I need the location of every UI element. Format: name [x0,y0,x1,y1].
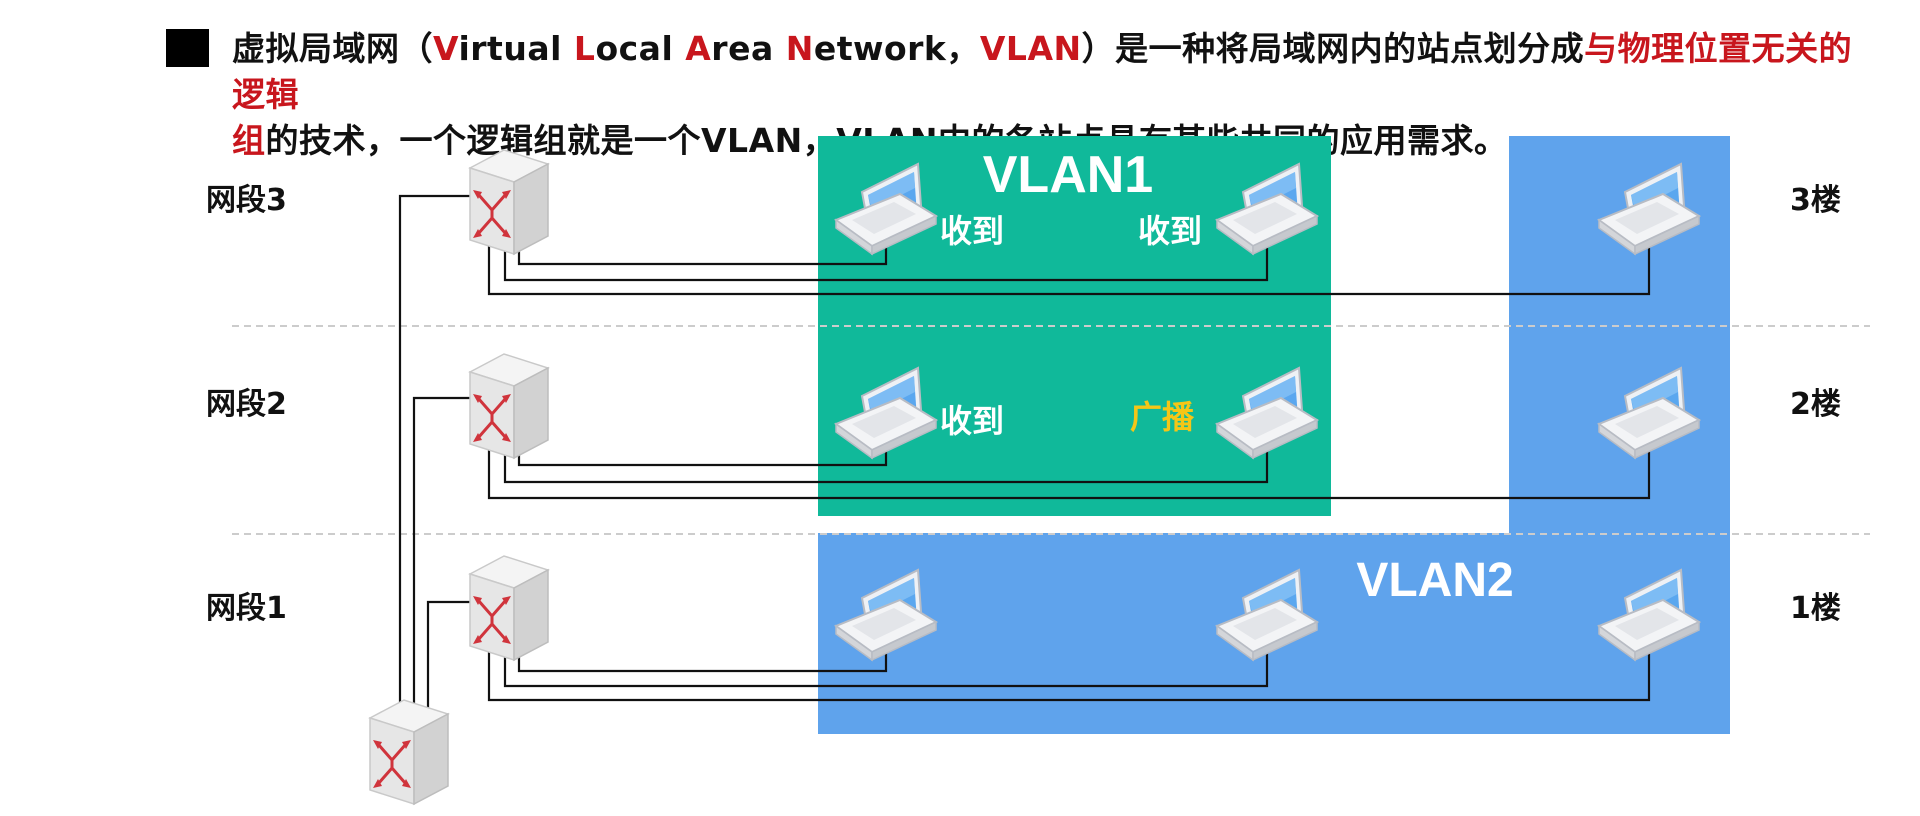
switch-icon [468,149,550,256]
header-segment: N [785,29,814,68]
laptop-icon [833,366,939,460]
received-label: 收到 [1138,212,1202,250]
header-segment: 与物理位置无关的逻辑 [232,29,1853,114]
switch-icon [468,555,550,662]
received-label: 收到 [940,402,1004,440]
segment-label-1: 网段1 [206,591,287,626]
switch-icon [368,699,450,806]
laptop-icon [1596,366,1702,460]
header-segment: irtual [458,29,574,68]
header-segment: L [573,29,596,68]
laptop-icon [1596,162,1702,256]
floor-label-1: 1楼 [1790,591,1841,626]
laptop-icon [833,162,939,256]
header-line-1: 虚拟局域网（Virtual Local Area Network，VLAN）是一… [232,26,1872,118]
vlan2-region [818,136,1730,734]
floor-label-2: 2楼 [1790,387,1841,422]
laptop-icon [1214,366,1320,460]
header-segment: A [685,29,712,68]
header-segment: rea [711,29,786,68]
vlan2-label: VLAN2 [1356,554,1513,607]
vlan1-label: VLAN1 [983,146,1153,204]
laptop-icon [1214,568,1320,662]
laptop-icon [1596,568,1702,662]
received-label: 收到 [940,212,1004,250]
header-segment: V [433,29,459,68]
header-segment: etwork， [813,29,980,68]
header-segment: 虚拟局域网（ [232,29,433,68]
wires [398,194,1651,710]
header-segment: ocal [595,29,686,68]
segment-label-2: 网段2 [206,387,287,422]
floor-label-3: 3楼 [1790,183,1841,218]
header-segment: ）是一种将局域网内的站点划分成 [1081,29,1585,68]
header-segment: VLAN [979,29,1082,68]
bullet-square [166,29,209,67]
segment-label-3: 网段3 [206,183,287,218]
broadcast-label: 广播 [1130,398,1195,436]
laptop-icon [833,568,939,662]
header-segment: 组 [232,121,266,160]
laptop-icon [1214,162,1320,256]
switch-icon [468,353,550,460]
